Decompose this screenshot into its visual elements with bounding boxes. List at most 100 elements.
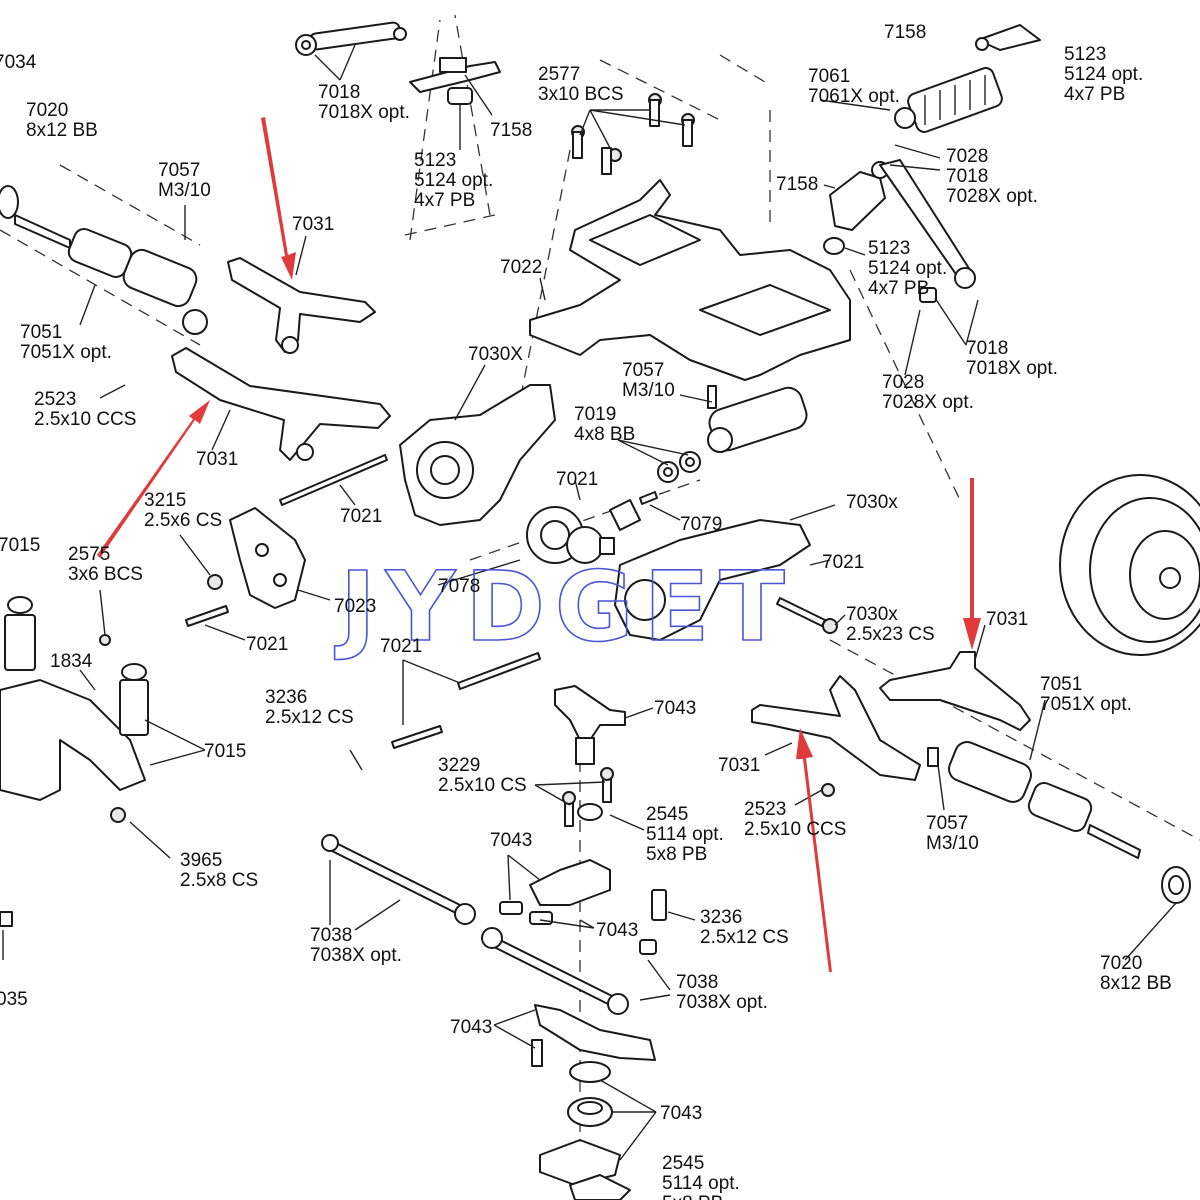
part-label-line: 7043 — [596, 920, 638, 941]
part-label: 7043 — [660, 1103, 702, 1124]
part-label-line: 7158 — [884, 22, 926, 43]
gearbox-housing-7030X — [399, 384, 556, 526]
part-label-line: 7043 — [654, 698, 696, 719]
part-label-line: 5x8 PB — [646, 844, 707, 865]
part-label-line: 7158 — [776, 174, 818, 195]
part-label-line: 2.5x6 CS — [144, 510, 222, 531]
shock-link-7158-right — [829, 161, 889, 231]
part-label-line: 7015 — [0, 535, 40, 556]
part-label-line: 2.5x10 CS — [438, 775, 527, 796]
part-label-line: 2.5x8 CS — [180, 870, 258, 891]
part-label: 7031 — [718, 755, 760, 776]
watermark: JYDGET — [334, 551, 795, 663]
part-label-line: 7021 — [556, 469, 598, 490]
part-label-line: 7018 — [966, 338, 1008, 359]
shock-link-7158-top — [409, 57, 501, 93]
part-label-line: 5x8 PB — [662, 1193, 723, 1200]
part-label: 7021 — [246, 634, 288, 655]
part-label-line: 7030x — [846, 604, 898, 625]
part-label-line: 7038 — [676, 972, 718, 993]
upper-arm-7031-right — [879, 651, 1031, 731]
part-label-line: 3x10 BCS — [538, 84, 624, 105]
part-label-line: 7061X opt. — [808, 86, 900, 107]
part-label: 7030x — [846, 492, 898, 513]
part-label-line: 7034 — [0, 52, 37, 73]
part-label-line: 4x7 PB — [1064, 84, 1125, 105]
pins-7021 — [185, 454, 826, 749]
part-label-line: 7043 — [660, 1103, 702, 1124]
bulkhead-7023 — [207, 507, 306, 609]
part-label: 7022 — [500, 257, 542, 278]
part-label-line: 7020 — [1100, 953, 1142, 974]
part-label-line: 4x8 BB — [574, 424, 635, 445]
part-label-line: 035 — [0, 989, 28, 1010]
part-label: 7158 — [884, 22, 926, 43]
part-label-line: 7051 — [1040, 674, 1082, 695]
arrow-upper-arm-left — [261, 117, 296, 280]
part-label-line: 7038X opt. — [310, 945, 402, 966]
steering-block-7015-left — [0, 596, 149, 927]
part-label-line: 7043 — [450, 1017, 492, 1038]
part-label-line: 7057 — [926, 813, 968, 834]
assembly-guide-lines — [0, 14, 1200, 1200]
part-label-line: 7061 — [808, 66, 850, 87]
part-label-line: 7028 — [882, 372, 924, 393]
part-label-line: 4x7 PB — [868, 278, 929, 299]
red-arrows — [97, 117, 981, 972]
part-label: 7043 — [654, 698, 696, 719]
part-label-line: M3/10 — [926, 833, 979, 854]
part-label: 7015 — [0, 535, 40, 556]
part-label-line: 7020 — [26, 100, 68, 121]
part-label: 7021 — [556, 469, 598, 490]
part-label-line: 5123 — [414, 150, 456, 171]
part-label-line: 7022 — [500, 257, 542, 278]
part-label-line: 7031 — [986, 609, 1028, 630]
part-label-line: 2.5x23 CS — [846, 624, 935, 645]
part-label-line: M3/10 — [158, 180, 211, 201]
part-label: 7031 — [986, 609, 1028, 630]
upper-arm-7031-left — [227, 257, 376, 354]
leader-lines — [2, 44, 1177, 1161]
part-label-line: 3236 — [265, 687, 307, 708]
part-label-line: 2577 — [538, 64, 580, 85]
part-label-line: 7051X opt. — [1040, 694, 1132, 715]
bushing-5123-top — [447, 87, 473, 105]
part-label-line: 7057 — [622, 360, 664, 381]
part-label-line: 7018 — [318, 82, 360, 103]
wheel — [1059, 474, 1200, 656]
part-label-line: 7015 — [204, 741, 246, 762]
driveshaft-7051-left — [0, 185, 208, 335]
part-label-line: 2523 — [744, 799, 786, 820]
center-driveshaft-7057 — [707, 385, 808, 453]
turnbuckle-7018-top — [295, 21, 407, 56]
turnbuckle-7028-right — [879, 159, 976, 289]
arrow-lower-arm-right — [796, 728, 832, 972]
part-label: 7015 — [204, 741, 246, 762]
part-label-line: 7079 — [680, 514, 722, 535]
part-label-line: 3236 — [700, 907, 742, 928]
part-label-line: 5123 — [868, 238, 910, 259]
part-label: 7158 — [490, 120, 532, 141]
part-label-line: 7051X opt. — [20, 342, 112, 363]
part-label-line: 7078 — [438, 576, 480, 597]
part-label-line: 7018X opt. — [966, 358, 1058, 379]
part-label-line: 7019 — [574, 404, 616, 425]
part-label-line: 5124 opt. — [1064, 64, 1143, 85]
part-label: 035 — [0, 989, 28, 1010]
